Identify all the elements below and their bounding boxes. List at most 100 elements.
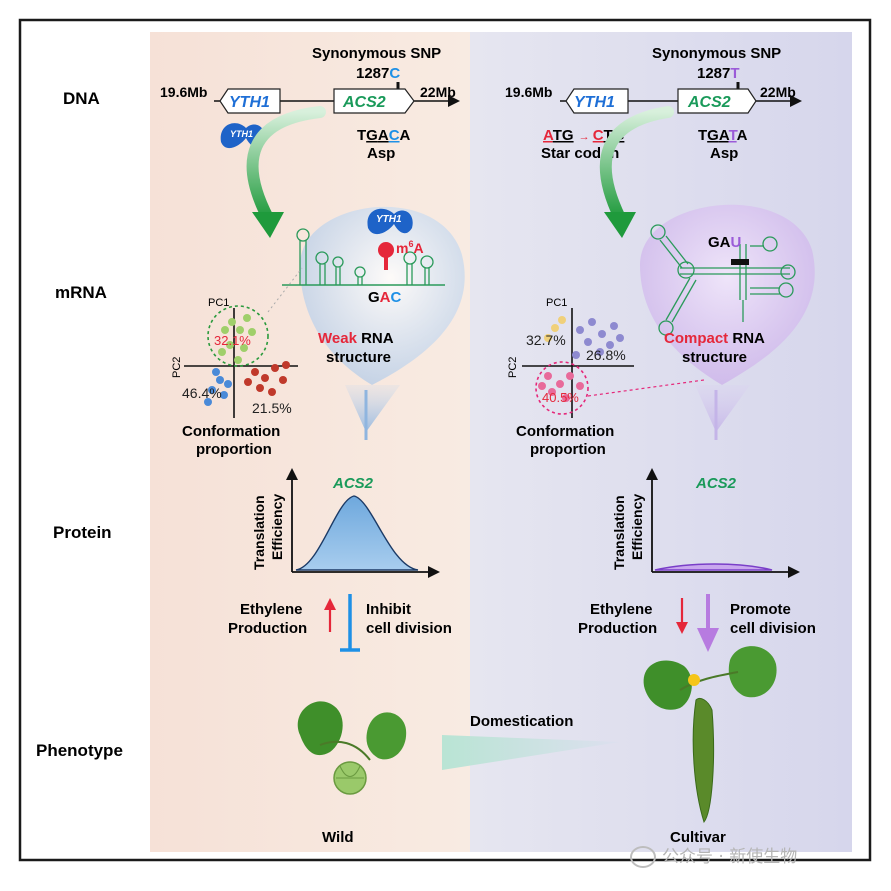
cultivar-gau-u: U: [731, 234, 742, 251]
watermark-text: 公众号 · 新使生物: [662, 847, 798, 867]
cultivar-snp-title: Synonymous SNP: [652, 45, 781, 62]
wild-te-peak: [295, 495, 419, 571]
wild-snp-title: Synonymous SNP: [312, 45, 441, 62]
wild-amino-acid: Asp: [367, 145, 395, 162]
cultivar-eth-1: Ethylene: [590, 601, 653, 618]
cultivar-start-a: A: [543, 127, 554, 144]
row-label-protein: Protein: [53, 523, 112, 542]
wild-mrna-bubble: YTH1 m6A GAC Weak RNA structure: [282, 206, 465, 440]
wild-pct-top: 32.1%: [214, 333, 251, 348]
cultivar-rna-label-rna: RNA: [728, 330, 765, 347]
cultivar-yth1-gene-box: [565, 88, 629, 114]
wild-rna-label-structure: structure: [326, 349, 391, 366]
wild-codon-4: C: [389, 127, 400, 144]
wild-yth1-reader-icon: [367, 208, 413, 235]
cultivar-pca-points: [538, 316, 624, 402]
wild-pct-left: 46.4%: [182, 385, 222, 401]
wild-transcription-arrow: [246, 106, 326, 224]
wild-pc2-label: PC2: [171, 357, 183, 378]
wild-m6a-m: m: [396, 240, 408, 256]
cultivar-codon-1: T: [698, 127, 707, 144]
cultivar-acs2-gene-label: ACS2: [687, 94, 731, 111]
wild-chromosome-arrowhead: [448, 95, 460, 107]
cultivar-leaf-2: [728, 646, 777, 698]
wild-conf-line1: Conformation: [182, 423, 280, 440]
cultivar-bubble-shape: [640, 204, 815, 385]
cultivar-yth1-gene-label: YTH1: [574, 94, 615, 111]
wild-m6a-a: A: [413, 240, 423, 256]
wild-m6a-dot: [378, 242, 394, 258]
wild-highlight-circle: [207, 305, 269, 367]
wild-codon-3: A: [378, 127, 389, 144]
wild-pca-points: [204, 314, 290, 406]
wild-codon-1: T: [357, 127, 366, 144]
cultivar-pc2-label: PC2: [507, 357, 519, 378]
cultivar-amino-acid: Asp: [710, 145, 738, 162]
cultivar-fruit: [692, 697, 715, 824]
cultivar-transcription-arrowhead: [604, 212, 636, 238]
cultivar-effect: Ethylene Production Promote cell divisio…: [578, 594, 816, 652]
domestication-label: Domestication: [470, 713, 573, 730]
cultivar-codon-2: G: [707, 127, 719, 144]
cultivar-dna-track: Synonymous SNP 1287T 19.6Mb 22Mb YTH1 AC…: [505, 45, 802, 162]
svg-text:Compact RNA: Compact RNA: [664, 330, 765, 347]
wild-yth1-protein-label: YTH1: [230, 129, 253, 139]
wild-te-gene: ACS2: [332, 475, 374, 492]
wild-transcription-arrowhead: [252, 212, 284, 238]
svg-text:m6A: m6A: [396, 239, 424, 256]
wild-pheno-label: Wild: [322, 829, 354, 846]
row-label-dna: DNA: [63, 89, 100, 108]
cultivar-rna-label-structure: structure: [682, 349, 747, 366]
cultivar-rna-structure: [650, 224, 796, 336]
cultivar-pct-top: 32.7%: [526, 332, 566, 348]
cultivar-plant-illustration: Cultivar: [643, 646, 777, 846]
wild-bubble-drop: [345, 385, 400, 432]
wechat-icon: [630, 846, 656, 868]
wild-codon-2: G: [366, 127, 378, 144]
cultivar-panel-bg: [470, 32, 852, 852]
cultivar-snp-position: 1287: [697, 65, 730, 82]
wild-pos-left: 19.6Mb: [160, 84, 207, 100]
wild-snp-position: 1287: [356, 65, 389, 82]
wild-acs2-gene-box: [333, 88, 415, 114]
cultivar-pos-right: 22Mb: [760, 84, 796, 100]
wild-yth1-gene-box: [219, 88, 281, 114]
wild-effect: Ethylene Production Inhibit cell divisio…: [228, 594, 452, 652]
cultivar-codon-3: A: [719, 127, 730, 144]
cultivar-eth-2: Production: [578, 620, 657, 637]
wild-gac-g: G: [368, 289, 380, 306]
wild-pc1-label: PC1: [208, 297, 229, 309]
wild-gac-a: A: [380, 289, 391, 306]
cultivar-acs2-gene-box: [677, 88, 757, 114]
cultivar-pct-bottom: 40.5%: [542, 390, 579, 405]
cultivar-conf-line1: Conformation: [516, 423, 614, 440]
cultivar-pos-left: 19.6Mb: [505, 84, 552, 100]
wild-rna-label-rna: RNA: [357, 330, 394, 347]
cultivar-snp-marker: [731, 259, 749, 265]
wild-acs2-gene-label: ACS2: [342, 94, 386, 111]
cultivar-mrna-bubble: GAU Compact RNA structure: [640, 204, 815, 440]
cultivar-te-plot: ACS2 Translation Efficiency: [611, 468, 800, 578]
cultivar-te-gene: ACS2: [695, 475, 737, 492]
wild-codon-5: A: [400, 127, 411, 144]
cultivar-leaf-1: [643, 660, 692, 710]
svg-text:TGATA: TGATA: [698, 127, 748, 144]
wild-rna-label-weak: Weak: [318, 330, 358, 347]
wild-effect-2: cell division: [366, 620, 452, 637]
cultivar-pheno-label: Cultivar: [670, 829, 726, 846]
cultivar-codon-5: A: [737, 127, 748, 144]
svg-text:TGACA: TGACA: [357, 127, 411, 144]
cultivar-effect-1: Promote: [730, 601, 791, 618]
svg-text:1287T: 1287T: [697, 65, 740, 82]
cultivar-rna-label-compact: Compact: [664, 330, 728, 347]
cultivar-pct-right: 26.8%: [586, 347, 626, 363]
cultivar-start-label: Star codon: [541, 145, 619, 162]
row-label-phenotype: Phenotype: [36, 741, 123, 760]
cultivar-snp-base: T: [730, 65, 739, 82]
cultivar-highlight-circle: [535, 361, 589, 415]
cultivar-pca-plot: PC1 PC2 32.7% 26.8% 40.5% Conformation p…: [507, 297, 705, 458]
wild-eth-2: Production: [228, 620, 307, 637]
svg-text:1287C: 1287C: [356, 65, 400, 82]
cultivar-te-ylabel-2: Efficiency: [629, 494, 645, 560]
